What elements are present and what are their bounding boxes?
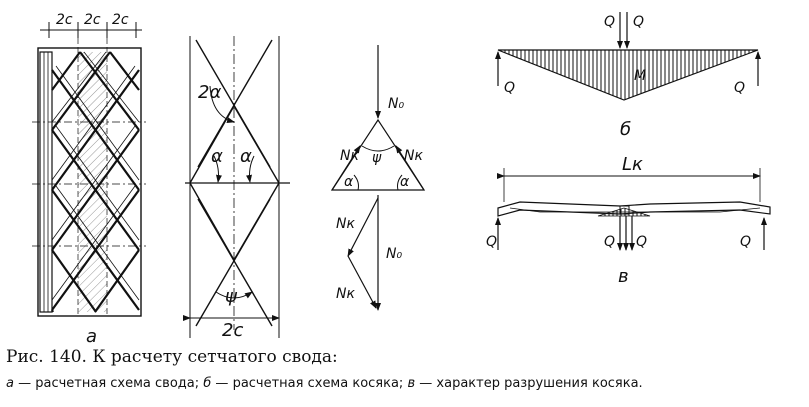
vault-frame [37, 47, 142, 317]
panel-b-moment: Q Q Q Q M б [495, 12, 761, 140]
q-v-mid-right: Q [636, 234, 647, 250]
moment-diagram [497, 49, 759, 101]
angle-2alpha: 2α [198, 82, 221, 103]
figure-caption-title: Рис. 140. К расчету сетчатого свода: [6, 347, 338, 367]
q-top-left: Q [604, 14, 615, 30]
caption-text-v: характер разрушения косяка. [436, 376, 643, 391]
caption-key-v: в [407, 376, 416, 391]
angle-alpha-right: α [240, 146, 252, 167]
force-nk-right: Nк [404, 148, 423, 164]
angle-psi-force: ψ [372, 150, 382, 166]
angle-alpha-force-left: α [344, 174, 354, 190]
q-v-mid-left: Q [604, 234, 615, 250]
q-v-left: Q [486, 234, 497, 250]
panel-b-label: б [620, 119, 631, 140]
panel-v-failure: Lк Q Q Q Q в [486, 154, 771, 287]
force-diagrams: N₀ Nк Nк ψ α α Nк N₀ Nк [330, 45, 426, 311]
q-v-right: Q [740, 234, 751, 250]
dim-2c-2: 2c [84, 12, 101, 28]
panel-a-vault-scheme: 2c 2c 2c а [32, 12, 146, 347]
poly-nk-top: Nк [336, 216, 355, 232]
poly-nk-bottom: Nк [336, 286, 355, 302]
moment-label: M [634, 68, 646, 84]
caption-text-a: расчетная схема свода; [35, 376, 200, 391]
dim-2c-1: 2c [56, 12, 73, 28]
force-nk-left: Nк [340, 148, 359, 164]
vault-edge-beam [39, 51, 53, 313]
q-top-right: Q [633, 14, 644, 30]
caption-text-b: расчетная схема косяка; [232, 376, 404, 391]
span-lk: Lк [622, 154, 643, 175]
poly-n0: N₀ [386, 246, 402, 262]
force-n0-top: N₀ [388, 96, 404, 112]
q-left: Q [504, 80, 515, 96]
vault-lattice [51, 51, 140, 313]
dim-2c-3: 2c [112, 12, 129, 28]
angle-psi: ψ [225, 286, 238, 307]
figure-caption-legend: а — расчетная схема свода; б — расчетная… [6, 376, 643, 391]
caption-key-a: а [6, 376, 14, 391]
panel-a-label: а [86, 326, 97, 347]
panel-v-label: в [618, 266, 629, 287]
dim-width-2c: 2c [222, 320, 243, 341]
caption-key-b: б [203, 376, 212, 391]
q-right: Q [734, 80, 745, 96]
angle-alpha-left: α [211, 146, 223, 167]
angle-alpha-force-right: α [400, 174, 410, 190]
diagonal-geometry: 2α α α ψ 2c [183, 36, 290, 341]
